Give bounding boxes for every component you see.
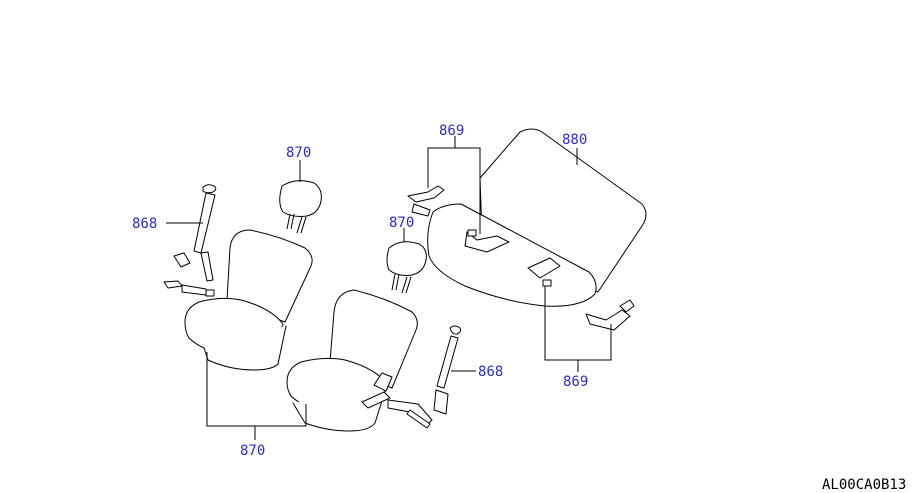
callout-front-seats[interactable]: 870: [240, 443, 265, 459]
leader-rear-buckles-top: [427, 147, 481, 234]
left-headrest[interactable]: [279, 180, 322, 234]
rear-buckle-right[interactable]: [585, 299, 635, 331]
callout-belt-right[interactable]: 868: [478, 364, 503, 380]
diagram-code: AL00CA0B13: [822, 477, 906, 493]
callout-rear-buckles-top[interactable]: 869: [439, 123, 464, 139]
right-headrest[interactable]: [386, 241, 427, 294]
rear-seat[interactable]: [427, 128, 647, 307]
callout-rear-buckles-bottom[interactable]: 869: [563, 374, 588, 390]
callout-rear-seat[interactable]: 880: [562, 132, 587, 148]
left-front-seat-belt[interactable]: [163, 184, 217, 297]
callout-headrest-left[interactable]: 870: [286, 145, 311, 161]
callout-headrest-right[interactable]: 870: [389, 215, 414, 231]
rear-buckle-left[interactable]: [407, 185, 445, 217]
right-front-seat[interactable]: [286, 289, 418, 432]
left-front-seat[interactable]: [184, 229, 313, 371]
callout-belt-left[interactable]: 868: [132, 216, 157, 232]
leader-front-seats: [206, 352, 307, 427]
right-front-seat-belt[interactable]: [387, 325, 462, 429]
